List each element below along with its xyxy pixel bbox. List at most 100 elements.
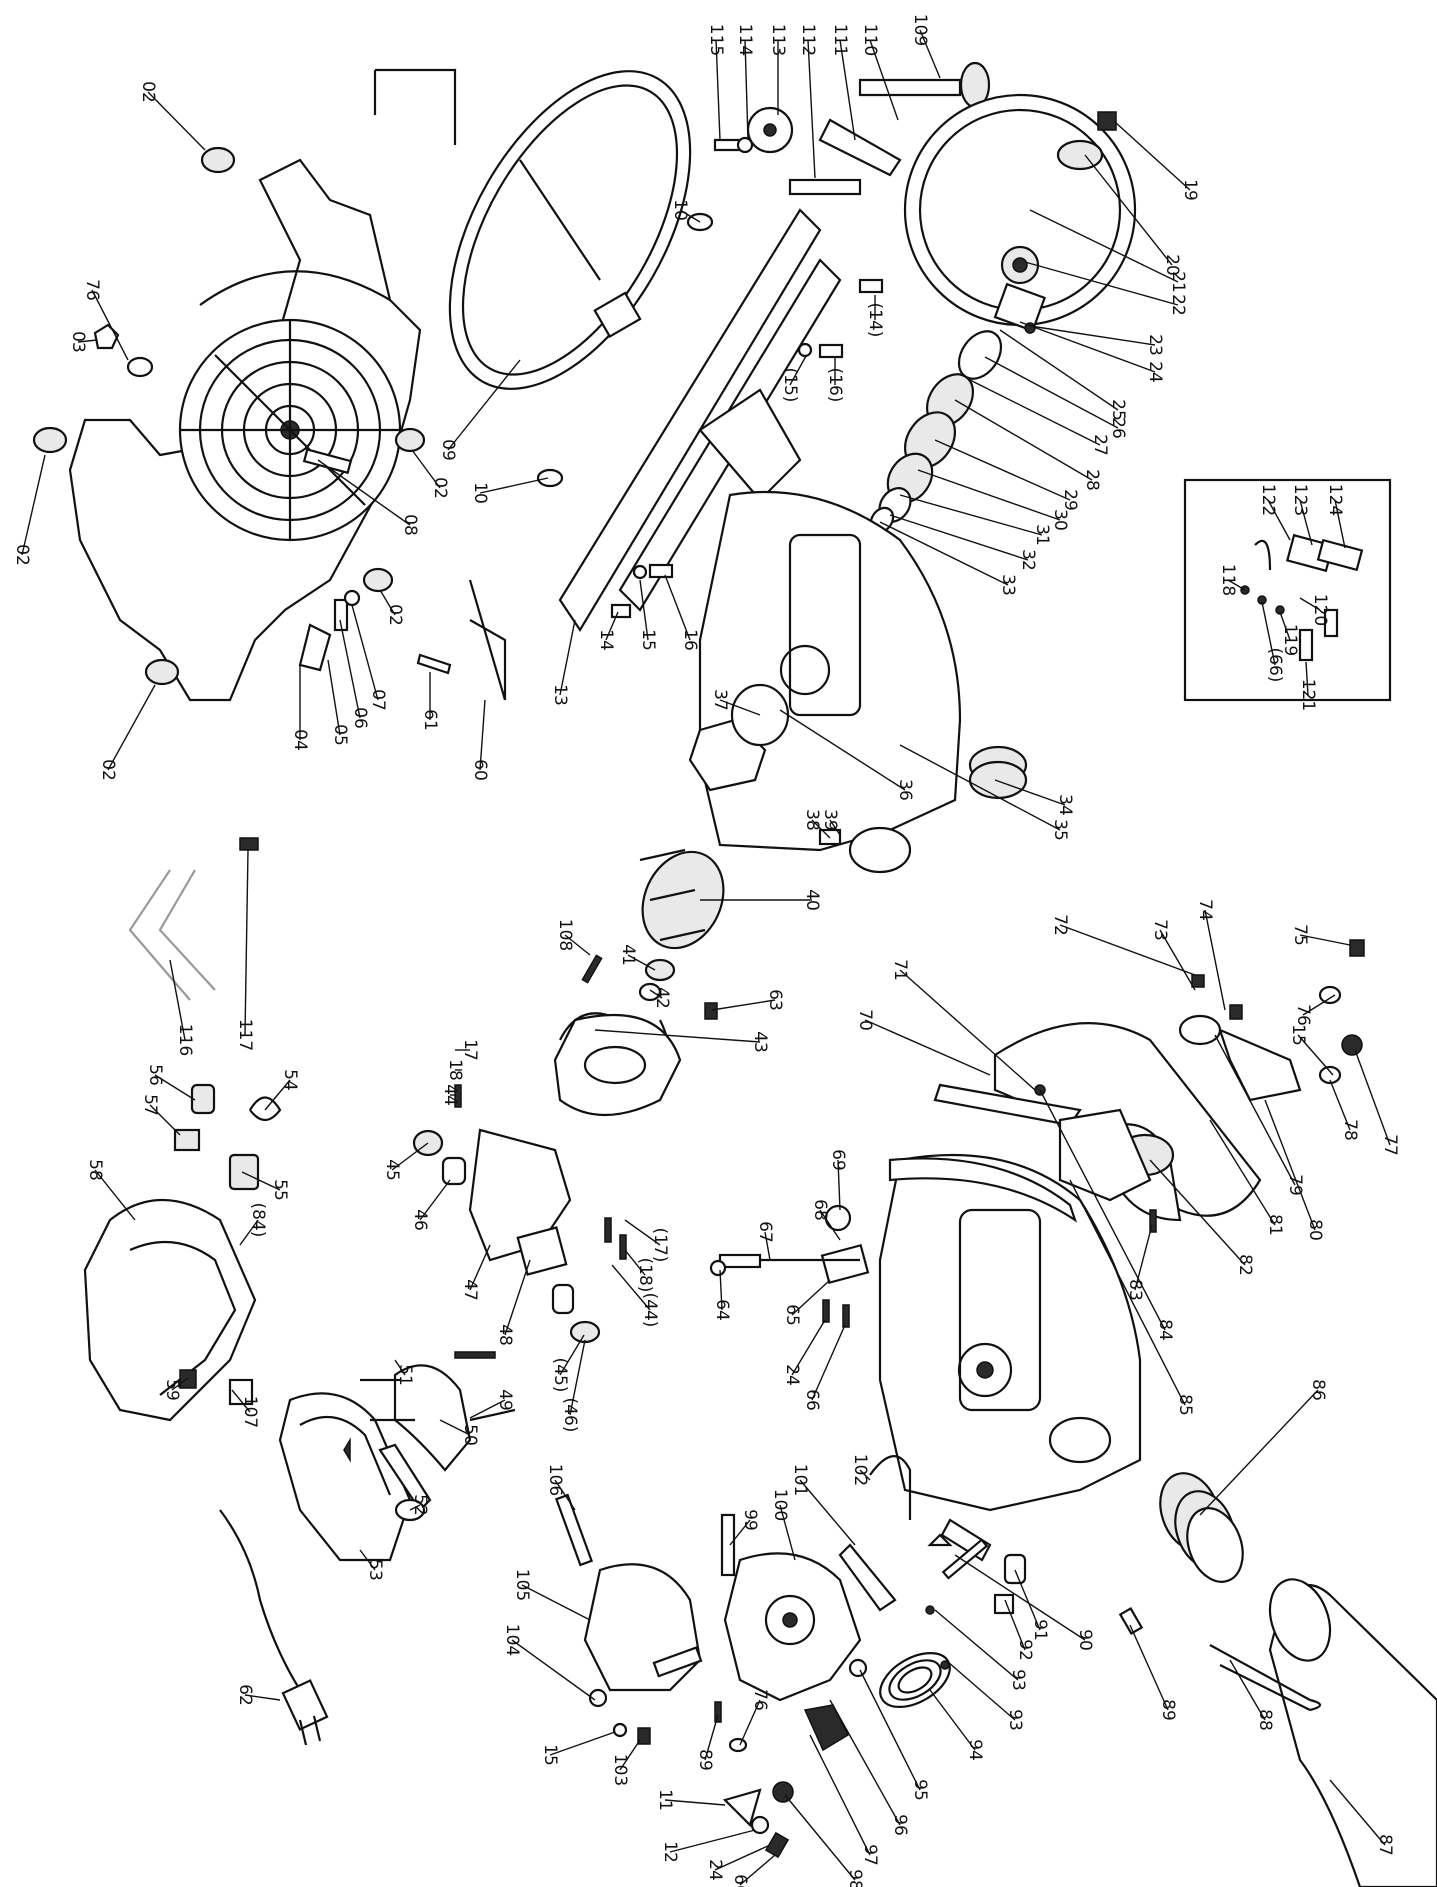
upper-gearbox-housing xyxy=(698,490,1028,874)
part-callout-95: 95 xyxy=(910,1779,930,1801)
leader-line-68 xyxy=(819,1209,841,1241)
part-callout-16p: (16) xyxy=(825,368,845,403)
leader-line-71 xyxy=(899,969,1036,1091)
part-callout-15a: 15 xyxy=(638,629,658,651)
leader-line-100 xyxy=(779,1504,796,1561)
leader-line-46p xyxy=(569,1339,586,1416)
part-callout-21: 21 xyxy=(1168,271,1188,293)
part-callout-06: 06 xyxy=(350,707,370,729)
part-callout-63: 63 xyxy=(765,989,785,1011)
leader-line-15a xyxy=(639,579,649,641)
leader-line-26 xyxy=(984,356,1119,429)
part-callout-97: 97 xyxy=(860,1844,880,1866)
part-callout-28: 28 xyxy=(1082,469,1102,491)
part-callout-66a: 66 xyxy=(802,1389,822,1411)
part-callout-111: 111 xyxy=(830,24,850,56)
leader-line-02b xyxy=(21,454,46,556)
part-callout-64: 64 xyxy=(712,1299,732,1321)
leader-line-91 xyxy=(1014,1569,1041,1631)
part-callout-34: 34 xyxy=(1055,794,1075,816)
part-callout-92: 92 xyxy=(1015,1639,1035,1661)
part-callout-121: 121 xyxy=(1298,679,1318,711)
leader-line-05 xyxy=(327,659,341,736)
leader-line-117 xyxy=(244,849,249,1036)
part-callout-14: 14 xyxy=(596,629,616,651)
leader-line-28 xyxy=(954,399,1093,481)
part-callout-50: 50 xyxy=(460,1424,480,1446)
part-callout-76c: 76 xyxy=(750,1689,770,1711)
part-callout-88: 88 xyxy=(1255,1709,1275,1731)
leader-line-66a xyxy=(811,1324,846,1401)
part-callout-24c: 24 xyxy=(705,1859,725,1881)
leader-line-75 xyxy=(1299,934,1351,946)
leader-line-122 xyxy=(1267,499,1291,541)
part-callout-35: 35 xyxy=(1050,819,1070,841)
part-callout-89b: 89 xyxy=(695,1749,715,1771)
part-callout-58: 58 xyxy=(85,1159,105,1181)
leader-line-08 xyxy=(317,459,411,526)
leader-line-114 xyxy=(744,39,749,141)
part-callout-30: 30 xyxy=(1050,509,1070,531)
part-callout-44: 44 xyxy=(440,1084,460,1106)
leader-line-21 xyxy=(1029,209,1179,283)
part-callout-11: 11 xyxy=(655,1789,675,1811)
leader-line-24b xyxy=(791,1319,826,1376)
part-callout-17p: (17) xyxy=(650,1228,670,1263)
part-callout-41: 41 xyxy=(618,944,638,966)
part-callout-94: 94 xyxy=(965,1739,985,1761)
leader-line-07 xyxy=(351,604,379,701)
leader-line-56 xyxy=(154,1074,196,1101)
part-callout-31: 31 xyxy=(1032,524,1052,546)
part-callout-24b: 24 xyxy=(782,1364,802,1386)
part-callout-91: 91 xyxy=(1030,1619,1050,1641)
leader-line-98 xyxy=(784,1794,856,1881)
part-callout-56: 56 xyxy=(145,1064,165,1086)
part-callout-61: 61 xyxy=(420,709,440,731)
leader-line-119 xyxy=(1279,611,1291,641)
part-callout-118: 118 xyxy=(1218,564,1238,596)
leader-line-27 xyxy=(969,379,1101,446)
part-callout-10b: 10 xyxy=(470,482,490,504)
leader-line-73 xyxy=(1159,929,1196,991)
part-callout-122: 122 xyxy=(1258,484,1278,516)
part-callout-25: 25 xyxy=(1108,399,1128,421)
part-callout-02c: 02 xyxy=(430,477,450,499)
part-callout-93a: 93 xyxy=(1008,1669,1028,1691)
part-callout-96: 96 xyxy=(890,1814,910,1836)
leader-line-37 xyxy=(719,699,761,716)
leader-line-29 xyxy=(934,439,1071,501)
leader-line-90 xyxy=(954,1554,1086,1641)
leader-line-24c xyxy=(714,1844,771,1871)
leader-line-51 xyxy=(394,1359,406,1376)
part-callout-45: 45 xyxy=(382,1159,402,1181)
leader-line-48 xyxy=(504,1259,531,1336)
spring-94 xyxy=(879,1651,951,1709)
handle-grip-58 xyxy=(83,1198,257,1422)
bevel-lock-103-106 xyxy=(554,1493,703,1745)
leader-line-108 xyxy=(564,934,591,956)
leader-line-09 xyxy=(447,359,521,451)
leader-line-101 xyxy=(799,1479,856,1546)
part-callout-15b: 15 xyxy=(1288,1024,1308,1046)
part-callout-23: 23 xyxy=(1145,334,1165,356)
turntable-base xyxy=(68,158,422,702)
part-callout-08: 08 xyxy=(400,514,420,536)
leader-line-16 xyxy=(664,574,691,641)
leader-line-45p xyxy=(559,1334,585,1376)
brush-holder-inset xyxy=(1183,478,1392,702)
part-callout-07: 07 xyxy=(368,689,388,711)
part-callout-99: 99 xyxy=(740,1509,760,1531)
rear-parts-88-102 xyxy=(838,1455,1322,1712)
leader-line-36 xyxy=(779,709,906,791)
part-callout-45p: (45) xyxy=(550,1358,570,1393)
rubber-feet-02 xyxy=(32,146,426,686)
leader-line-77 xyxy=(1354,1049,1391,1146)
leader-line-81 xyxy=(1209,1119,1276,1226)
part-callout-73: 73 xyxy=(1150,919,1170,941)
part-callout-69: 69 xyxy=(828,1149,848,1171)
leader-line-104 xyxy=(511,1639,596,1701)
leader-line-65 xyxy=(791,1279,831,1316)
leader-line-02a xyxy=(147,91,206,151)
part-callout-71: 71 xyxy=(890,959,910,981)
power-cord-62 xyxy=(219,1509,329,1746)
